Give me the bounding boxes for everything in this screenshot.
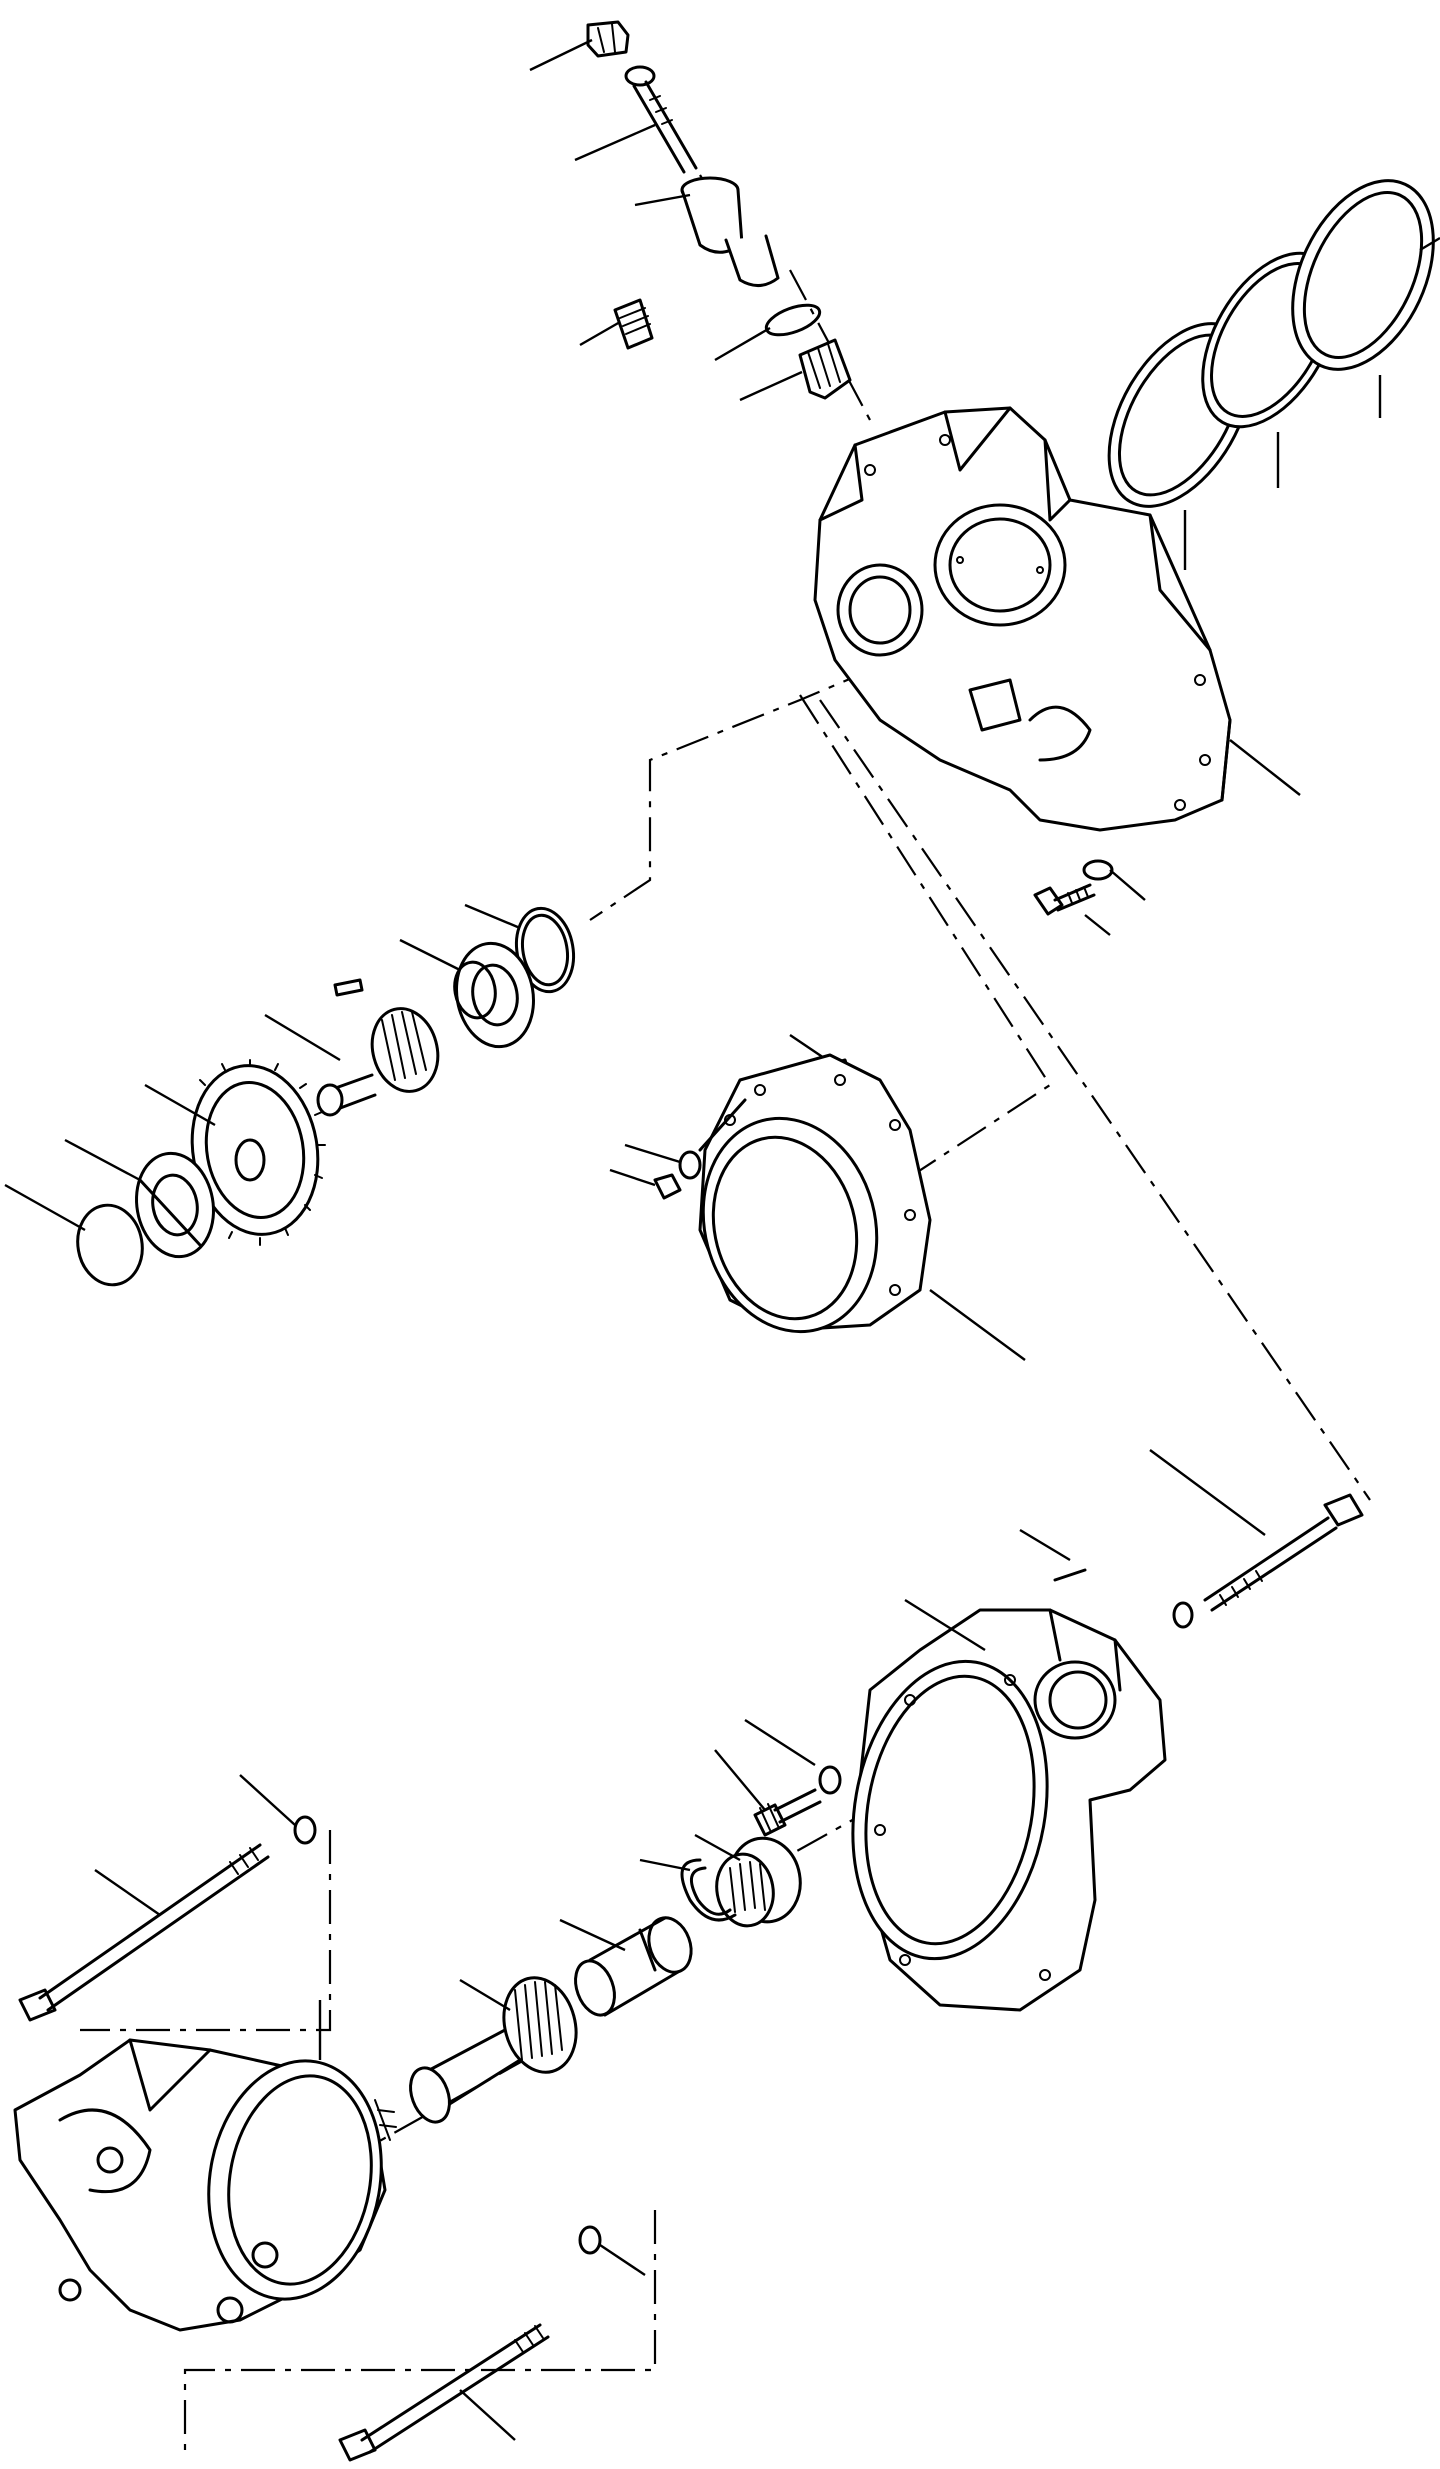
long-bolt-left: [18, 1843, 270, 2022]
cap-plug: [4, 1183, 144, 1287]
nut-adapter: [609, 1168, 682, 1200]
washer-left: [239, 1774, 317, 1845]
pinion-small: [739, 338, 852, 402]
gear-housing: [813, 406, 1301, 832]
adapter-flange: [698, 1053, 1026, 1361]
drive-coupling: [559, 1916, 693, 2017]
o-ring-small: [714, 303, 822, 362]
stud-long: [574, 65, 698, 174]
long-bolt-right: [1149, 1449, 1364, 1612]
needle-bearing: [694, 1833, 802, 1928]
adjuster-sleeve: [634, 176, 780, 287]
long-bolt-bottom: [338, 2323, 550, 2462]
spring-small: [579, 298, 654, 350]
cap-screw-housing: [1033, 859, 1146, 936]
key: [333, 978, 364, 997]
retaining-ring: [639, 1858, 737, 1922]
worm-shaft: [264, 1007, 440, 1117]
dowel-pin: [1019, 1528, 1087, 1582]
spur-gear-large: [144, 1059, 326, 1246]
nut-top: [529, 20, 630, 72]
cap-screw-mount: [714, 1749, 822, 1837]
pump-mount-housing: [851, 1598, 1167, 2012]
ball-bearing-lower: [64, 1138, 215, 1259]
washer-mount: [744, 1601, 1194, 1795]
seal-ring-3: [1291, 179, 1440, 418]
washer-bottom: [578, 2225, 646, 2276]
drive-gear-shaft: [409, 1976, 578, 2124]
hydraulic-pump: [13, 2000, 397, 2332]
ball-bearing-upper: [399, 938, 535, 1049]
washer-adapter: [624, 1143, 702, 1180]
